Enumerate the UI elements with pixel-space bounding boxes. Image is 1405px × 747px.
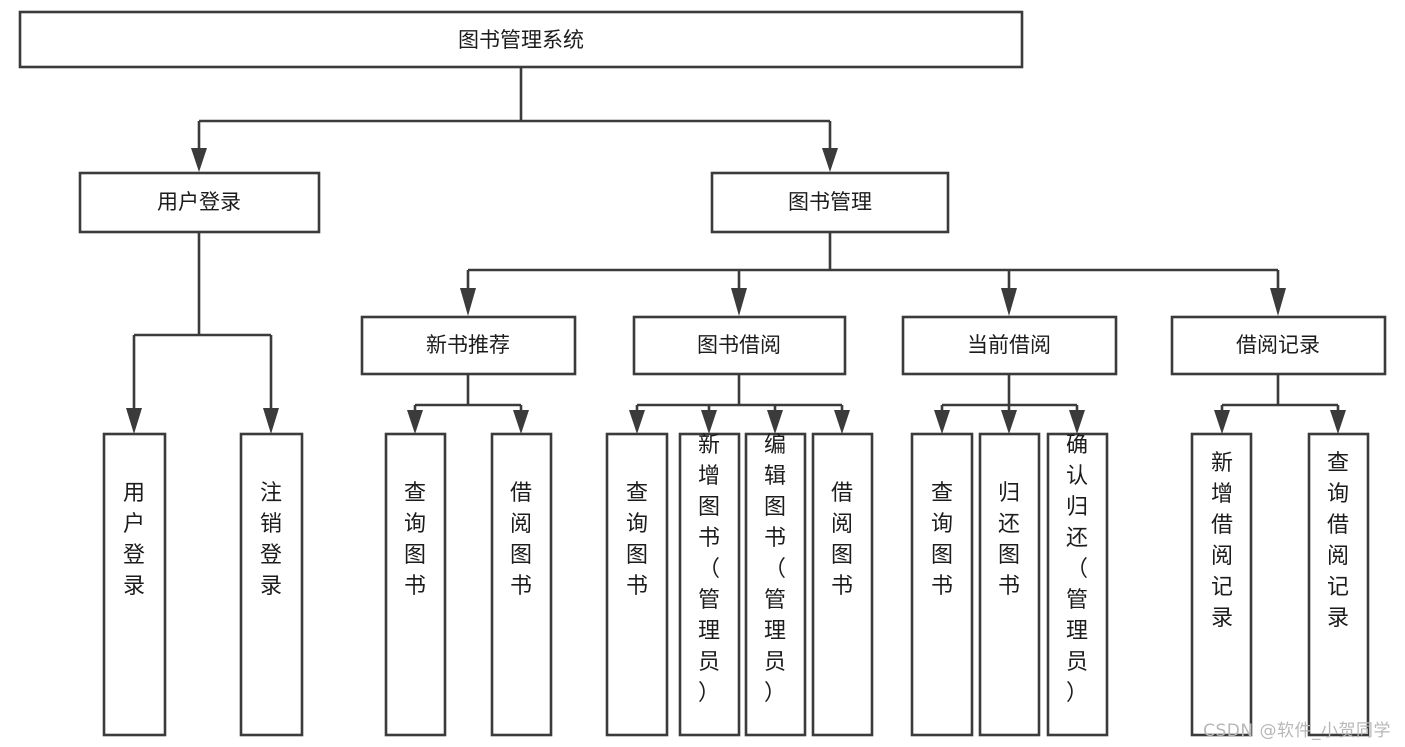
node-user-login-label: 用户登录 — [157, 190, 241, 214]
node-leaf-borrow-book-new[interactable]: 借阅图书 — [490, 432, 553, 737]
node-book-borrow[interactable]: 图书借阅 — [632, 315, 847, 376]
node-leaf-borrow-book-new-label: 借阅图书 — [510, 481, 532, 599]
node-leaf-query-borrow-record[interactable]: 查询借阅记录 — [1307, 432, 1370, 737]
arrow-head-borrow-record — [1270, 288, 1286, 316]
arrow-head-leaf-query-book-new — [407, 410, 423, 434]
arrow-head-leaf-query-book-current — [934, 410, 950, 434]
node-borrow-record-label: 借阅记录 — [1236, 333, 1320, 357]
arrow-head-leaf-add-borrow-record — [1214, 410, 1230, 434]
node-leaf-confirm-return-admin[interactable]: 确认归还（管理员） — [1046, 432, 1109, 737]
node-leaf-query-borrow-record-label: 查询借阅记录 — [1327, 451, 1349, 631]
arrow-head-leaf-borrow-book-new — [513, 410, 529, 434]
node-leaf-add-borrow-record[interactable]: 新增借阅记录 — [1190, 432, 1253, 737]
connector-group-root — [191, 67, 838, 172]
arrow-head-leaf-query-book-borrow — [629, 410, 645, 434]
arrow-head-user-login — [191, 148, 207, 172]
arrow-head-leaf-query-borrow-record — [1330, 410, 1346, 434]
arrow-head-new-book-recommend — [460, 288, 476, 316]
node-current-borrow[interactable]: 当前借阅 — [901, 315, 1118, 376]
node-current-borrow-box[interactable] — [901, 315, 1118, 376]
node-leaf-add-book-admin[interactable]: 新增图书（管理员） — [678, 432, 741, 737]
node-leaf-query-book-current[interactable]: 查询图书 — [910, 432, 974, 737]
node-leaf-edit-book-admin-box[interactable] — [744, 432, 807, 737]
node-leaf-confirm-return-admin-label: 确认归还（管理员） — [1066, 433, 1088, 706]
node-user-login-box[interactable] — [78, 171, 321, 234]
node-leaf-query-book-current-box[interactable] — [910, 432, 974, 737]
node-leaf-borrow-book-new-box[interactable] — [490, 432, 553, 737]
node-leaf-query-book-borrow[interactable]: 查询图书 — [605, 432, 669, 737]
node-leaf-borrow-book-label: 借阅图书 — [831, 481, 853, 599]
arrow-head-book-management — [822, 148, 838, 172]
node-leaf-return-book-box[interactable] — [978, 432, 1041, 737]
node-leaf-user-login[interactable]: 用户登录 — [102, 432, 167, 737]
node-borrow-record-box[interactable] — [1170, 315, 1387, 376]
arrow-head-leaf-confirm-return-admin — [1069, 410, 1085, 434]
node-leaf-add-borrow-record-label: 新增借阅记录 — [1211, 451, 1233, 631]
node-leaf-add-book-admin-box[interactable] — [678, 432, 741, 737]
node-book-management[interactable]: 图书管理 — [710, 171, 950, 234]
arrow-head-leaf-borrow-book — [834, 410, 850, 434]
node-new-book-recommend-label: 新书推荐 — [426, 333, 510, 357]
connector-group-user-login — [126, 232, 279, 434]
node-leaf-borrow-book-box[interactable] — [811, 432, 874, 737]
node-leaf-user-login-label: 用户登录 — [123, 481, 145, 599]
node-root-box[interactable] — [18, 10, 1024, 69]
node-leaf-query-book-new-box[interactable] — [384, 432, 447, 737]
node-leaf-user-login-box[interactable] — [102, 432, 167, 737]
connector-group-book-borrow — [629, 374, 850, 434]
arrow-head-leaf-logout-login — [263, 408, 279, 434]
node-leaf-query-book-current-label: 查询图书 — [931, 481, 953, 599]
node-root[interactable]: 图书管理系统 — [18, 10, 1024, 69]
arrow-head-book-borrow — [731, 288, 747, 316]
node-new-book-recommend[interactable]: 新书推荐 — [360, 315, 577, 376]
node-leaf-query-borrow-record-box[interactable] — [1307, 432, 1370, 737]
connector-group-current-borrow — [934, 374, 1085, 434]
node-leaf-query-book-new-label: 查询图书 — [404, 481, 426, 599]
node-leaf-borrow-book[interactable]: 借阅图书 — [811, 432, 874, 737]
node-leaf-edit-book-admin-label: 编辑图书（管理员） — [764, 433, 786, 706]
node-leaf-query-book-borrow-label: 查询图书 — [626, 481, 648, 599]
node-leaf-logout-login-box[interactable] — [239, 432, 304, 737]
arrow-head-leaf-return-book — [1001, 410, 1017, 434]
node-borrow-record[interactable]: 借阅记录 — [1170, 315, 1387, 376]
node-current-borrow-label: 当前借阅 — [967, 333, 1051, 357]
arrow-head-current-borrow — [1001, 288, 1017, 316]
node-leaf-add-borrow-record-box[interactable] — [1190, 432, 1253, 737]
node-root-label: 图书管理系统 — [458, 28, 584, 52]
connector-group-new-book-recommend — [407, 374, 529, 434]
node-leaf-logout-login-label: 注销登录 — [260, 481, 282, 599]
node-book-management-label: 图书管理 — [788, 190, 872, 214]
connector-group-book-management — [460, 232, 1286, 316]
arrow-head-leaf-add-book-admin — [701, 410, 717, 434]
node-book-borrow-label: 图书借阅 — [697, 333, 781, 357]
node-leaf-query-book-borrow-box[interactable] — [605, 432, 669, 737]
node-leaf-logout-login[interactable]: 注销登录 — [239, 432, 304, 737]
node-leaf-add-book-admin-label: 新增图书（管理员） — [698, 433, 720, 706]
arrow-head-leaf-user-login — [126, 408, 142, 434]
node-book-management-box[interactable] — [710, 171, 950, 234]
node-leaf-query-book-new[interactable]: 查询图书 — [384, 432, 447, 737]
node-leaf-return-book[interactable]: 归还图书 — [978, 432, 1041, 737]
node-book-borrow-box[interactable] — [632, 315, 847, 376]
node-leaf-return-book-label: 归还图书 — [998, 481, 1020, 599]
node-leaf-confirm-return-admin-box[interactable] — [1046, 432, 1109, 737]
node-new-book-recommend-box[interactable] — [360, 315, 577, 376]
node-leaf-edit-book-admin[interactable]: 编辑图书（管理员） — [744, 432, 807, 737]
node-user-login[interactable]: 用户登录 — [78, 171, 321, 234]
connector-group-borrow-record — [1214, 374, 1346, 434]
arrow-head-leaf-edit-book-admin — [767, 410, 783, 434]
